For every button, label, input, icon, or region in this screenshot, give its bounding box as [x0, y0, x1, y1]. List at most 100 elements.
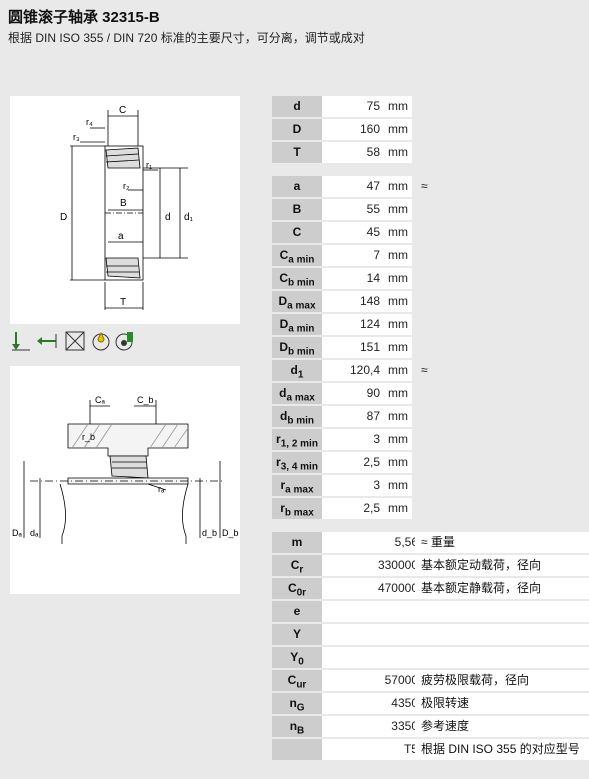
- spec-row: Cr330000N基本额定动载荷，径向: [272, 555, 589, 576]
- spec-subscript: B: [297, 725, 305, 737]
- spec-row: Cur57000N疲劳极限载荷，径向: [272, 670, 589, 691]
- label-d1: d₁: [184, 212, 194, 223]
- spec-value: 2,5: [363, 455, 380, 469]
- spec-note: [415, 119, 589, 140]
- spec-key: Cur: [272, 670, 322, 691]
- spec-note: [415, 475, 589, 496]
- spec-note: [415, 96, 589, 117]
- spec-unit: mm: [388, 145, 408, 159]
- spec-note: 基本额定动载荷，径向: [415, 555, 589, 576]
- spec-row: nB33501/min参考速度: [272, 716, 589, 737]
- spec-unit: mm: [388, 432, 408, 446]
- label-Da: Dₐ: [12, 528, 22, 538]
- spec-note: ≈: [421, 179, 428, 193]
- spec-unit: mm: [388, 317, 408, 331]
- spec-symbol: T: [293, 145, 301, 159]
- spec-value: 45: [366, 225, 380, 239]
- spec-subscript: b min: [288, 277, 315, 289]
- spec-key: e: [272, 601, 322, 622]
- spec-subscript: r: [299, 564, 304, 576]
- spec-row: nG43501/min极限转速: [272, 693, 589, 714]
- spec-value: 3350: [391, 719, 418, 733]
- spec-symbol: D: [278, 294, 288, 308]
- spec-note: ≈ 重量: [415, 532, 589, 553]
- spec-unit: mm: [388, 363, 408, 377]
- spec-row: C0r470000N基本额定静载荷，径向: [272, 578, 589, 599]
- spec-row: m5,56kg≈ 重量: [272, 532, 589, 553]
- label-Db: D_b: [222, 528, 239, 538]
- spec-subscript: G: [296, 702, 305, 714]
- spec-key: Ca min: [272, 245, 322, 266]
- spec-row: e0,55: [272, 601, 589, 622]
- spec-subscript: b min: [288, 346, 315, 358]
- spec-note: 极限转速: [415, 693, 589, 714]
- spec-symbol: e: [293, 604, 301, 618]
- spec-subscript: a max: [285, 484, 314, 496]
- spec-key: a: [272, 176, 322, 197]
- spec-value: 7: [373, 248, 380, 262]
- spec-subscript: a min: [288, 254, 315, 266]
- spec-key: r3, 4 min: [272, 452, 322, 473]
- spec-key: C: [272, 222, 322, 243]
- spec-subscript: 1: [297, 369, 304, 381]
- spec-note: [415, 429, 589, 450]
- oil-lubrication-icon: [90, 330, 112, 352]
- spec-note: [415, 199, 589, 220]
- spec-key: Da min: [272, 314, 322, 335]
- spec-note: [415, 245, 589, 266]
- spec-key: Db min: [272, 337, 322, 358]
- spec-row: Y00,6: [272, 647, 589, 668]
- spec-key: m: [272, 532, 322, 553]
- spec-subscript: b min: [287, 415, 314, 427]
- label-r3: r₃: [73, 132, 80, 142]
- spec-symbol: C: [290, 558, 300, 572]
- label-Cb: C_b: [137, 395, 154, 405]
- spec-value: 151: [359, 340, 380, 354]
- spec-note: ≈: [421, 363, 428, 377]
- page-title: 圆锥滚子轴承 32315-B: [8, 9, 160, 26]
- spec-symbol: a: [293, 179, 301, 193]
- label-B: B: [120, 198, 127, 209]
- spec-key: C0r: [272, 578, 322, 599]
- spec-value: 330000: [377, 558, 418, 572]
- spec-note: 参考速度: [415, 716, 589, 737]
- spec-value: 160: [359, 122, 380, 136]
- spec-value: 3: [373, 432, 380, 446]
- label-db: d_b: [202, 528, 217, 538]
- spec-subscript: 0r: [296, 587, 307, 599]
- spec-symbol: n: [289, 696, 297, 710]
- spec-note: [415, 314, 589, 335]
- spec-key: Cb min: [272, 268, 322, 289]
- spec-symbol: d: [279, 386, 287, 400]
- spec-subscript: b max: [284, 507, 314, 519]
- spec-symbol: D: [292, 122, 302, 136]
- spec-subscript: a max: [287, 300, 316, 312]
- spec-value: 55: [366, 202, 380, 216]
- label-T: T: [120, 297, 126, 308]
- spec-symbol: C: [279, 248, 289, 262]
- spec-key: d: [272, 96, 322, 117]
- spec-note: 疲劳极限载荷，径向: [415, 670, 589, 691]
- spec-symbol: d: [293, 99, 301, 113]
- spec-value-cell: 3 mm: [322, 429, 412, 450]
- spec-symbol: r: [276, 432, 281, 446]
- group-spacer: [272, 165, 589, 176]
- spec-value: 57000: [384, 673, 418, 687]
- spec-row: Y1,1: [272, 624, 589, 645]
